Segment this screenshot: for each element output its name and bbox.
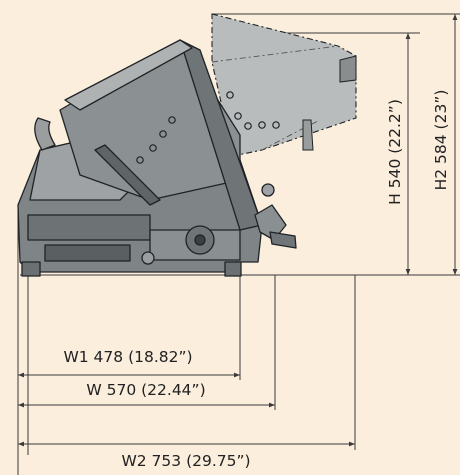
w-label: W 570 (22.44”) bbox=[86, 381, 205, 399]
slicer-body bbox=[17, 39, 297, 277]
w1-label: W1 478 (18.82”) bbox=[63, 348, 192, 366]
h-label: H 540 (22.2”) bbox=[386, 99, 404, 205]
h2-label: H2 584 (23”) bbox=[432, 90, 450, 191]
height-dimension-lines bbox=[405, 14, 458, 275]
w2-label: W2 753 (29.75”) bbox=[121, 452, 250, 470]
width-dimension-lines bbox=[18, 372, 355, 447]
open-carriage bbox=[211, 13, 357, 156]
